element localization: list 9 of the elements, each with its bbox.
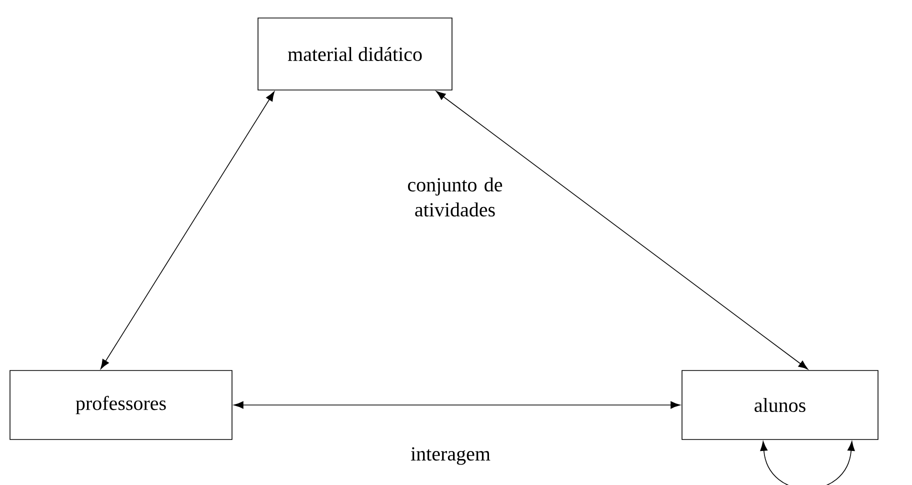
arrow bbox=[234, 401, 680, 409]
loop-arrow bbox=[760, 441, 855, 485]
concept-box: professores bbox=[10, 370, 232, 440]
center-label: conjunto de atividades bbox=[408, 177, 502, 217]
arrow bbox=[100, 91, 274, 370]
arrow bbox=[436, 91, 808, 370]
edge-label: interagem bbox=[410, 447, 490, 465]
concept-box: alunos bbox=[682, 370, 878, 440]
concept-box: material didático bbox=[258, 18, 452, 90]
